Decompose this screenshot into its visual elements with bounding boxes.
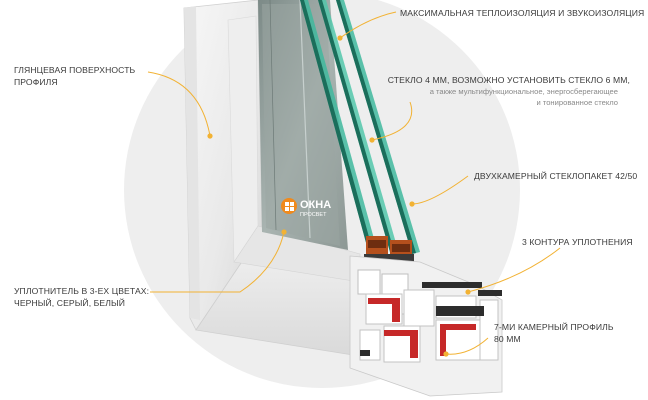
leader-contours (467, 247, 561, 293)
callout-profile: 7-ми камерный профиль 80 мм (494, 321, 614, 345)
callout-seal-line1: Уплотнитель в 3-ех цветах: (14, 286, 150, 296)
callout-contours: 3 контура уплотнения (522, 236, 633, 248)
glass-sheets (300, 0, 420, 254)
leader-glazing-unit (411, 175, 469, 205)
callout-insulation-text: Максимальная теплоизоляция и звукоизоляц… (400, 8, 645, 18)
callout-glass-sub2: и тонированное стекло (536, 98, 618, 107)
leader-seal (150, 231, 285, 293)
callout-glass-sub: а также мультифункциональное, энергосбер… (430, 86, 618, 108)
leader-lines (147, 11, 561, 355)
callout-seal-line2: черный, серый, белый (14, 298, 125, 308)
glass-pane (258, 0, 348, 250)
leader-profile (445, 337, 489, 355)
callout-glossy-line2: профиля (14, 77, 58, 87)
leader-insulation (339, 11, 397, 39)
callout-glass: Стекло 4 мм, возможно установить стекло … (388, 74, 630, 86)
brand-name: ОКНА (300, 199, 331, 211)
brand-tagline: ПРОСВЕТ (300, 212, 327, 218)
callout-glazing-unit-text: Двухкамерный стеклопакет 42/50 (474, 171, 638, 181)
callout-insulation: Максимальная теплоизоляция и звукоизоляц… (400, 7, 644, 19)
callout-contours-text: 3 контура уплотнения (522, 237, 633, 247)
window-frame (183, 0, 373, 359)
callout-seal: Уплотнитель в 3-ех цветах: черный, серый… (14, 285, 149, 309)
callout-glossy: Глянцевая поверхность профиля (14, 64, 135, 88)
callout-glass-sub1: а также мультифункциональное, энергосбер… (429, 87, 618, 96)
callout-profile-line1: 7-ми камерный профиль (494, 322, 614, 332)
callout-glazing-unit: Двухкамерный стеклопакет 42/50 (474, 170, 637, 182)
leader-glass (371, 101, 413, 141)
leader-glossy (147, 71, 211, 137)
callout-glossy-line1: Глянцевая поверхность (14, 65, 136, 75)
callout-profile-line2: 80 мм (494, 334, 521, 344)
leader-dots (207, 35, 471, 357)
profile-cross-section (349, 255, 503, 397)
callout-glass-title: Стекло 4 мм, возможно установить стекло … (387, 75, 630, 85)
brand-logo: ОКНА ПРОСВЕТ (281, 198, 331, 218)
